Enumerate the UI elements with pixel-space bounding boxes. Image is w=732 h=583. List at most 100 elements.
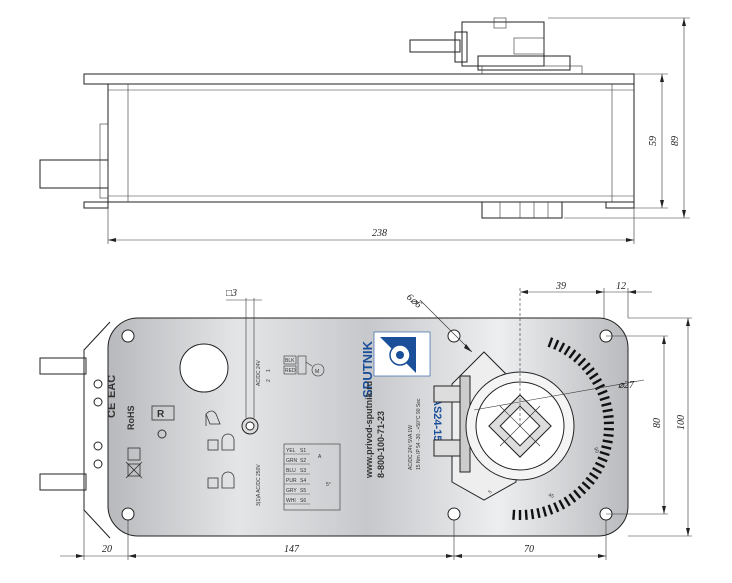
scale-tick xyxy=(581,481,591,490)
dim-square-label: □3 xyxy=(226,288,237,299)
side-foot-right xyxy=(605,201,635,209)
brand-phone: 8-800-100-71-23 xyxy=(376,411,386,478)
switch-row-terminal-3: S4 xyxy=(300,478,306,484)
scale-tick xyxy=(594,461,606,469)
brand-website: www.privod-sputnik.ru xyxy=(364,381,374,479)
ce-mark: CE xyxy=(106,403,118,418)
dim-side-width-label: 238 xyxy=(372,228,387,239)
dim-side-inner-height-label: 59 xyxy=(648,136,659,146)
supply-label: AC/DC 24V xyxy=(256,359,262,386)
scale-tick xyxy=(602,408,613,413)
scale-tick xyxy=(603,415,614,419)
r-mark: R xyxy=(157,409,165,420)
r-box xyxy=(151,405,175,421)
dim-front-left-label: 20 xyxy=(102,544,112,555)
dim-top-39-label: 39 xyxy=(555,281,566,292)
side-top-mechanism xyxy=(409,17,583,75)
square-icon xyxy=(127,447,141,461)
scale-tick xyxy=(577,485,587,495)
switch-row-color-1: GRN xyxy=(286,458,298,464)
wire-blk-label: BLK xyxy=(285,358,295,364)
scale-tick xyxy=(530,509,535,520)
scale-tick xyxy=(588,472,599,480)
svg-text:2: 2 xyxy=(266,379,272,382)
switch-row-color-5: WHI xyxy=(286,498,296,504)
scale-tick xyxy=(536,507,541,519)
side-bottom-clamp xyxy=(481,201,563,219)
side-top-lip xyxy=(83,73,635,85)
scale-tick xyxy=(588,372,599,380)
brand-block: SPUTNIK AS24-15 www.privod-sputnik.ru 8-… xyxy=(360,331,443,479)
switch-row-terminal-2: S3 xyxy=(300,468,306,474)
scale-tick xyxy=(599,450,610,457)
dim-holes-label: 6⌀6 xyxy=(404,292,423,311)
hand-icon xyxy=(205,410,221,426)
brand-name: SPUTNIK xyxy=(360,340,375,398)
scale-tick xyxy=(553,339,560,350)
scale-tick xyxy=(512,509,516,520)
adjustment-screw xyxy=(241,417,259,435)
wiring-diagram-power: AC/DC 24V 1 2 BLK RED M xyxy=(256,355,325,386)
scale-tick xyxy=(553,502,560,513)
dim-front-mid-label: 147 xyxy=(284,544,300,555)
dim-front-right-label: 70 xyxy=(524,544,534,555)
switch-angle-label: 5° xyxy=(326,482,331,488)
crossed-bin-icon xyxy=(125,461,143,479)
switch-spec-label: 3(1)A AC/DC 250V xyxy=(256,464,262,506)
scale-tick xyxy=(601,402,612,407)
front-left-bracket xyxy=(39,321,111,539)
scale-tick xyxy=(547,337,554,348)
rotation-scale xyxy=(512,337,614,520)
scale-tick xyxy=(563,496,571,507)
brand-logo-icon xyxy=(380,337,416,373)
switch-row-color-2: BLU xyxy=(286,468,296,474)
rotation-icon-top xyxy=(207,433,235,451)
scale-tick xyxy=(573,353,582,363)
scale-tick xyxy=(542,506,548,517)
spec-line-2: 15 Nm IP 54 -30...+50°C 90 Sec xyxy=(416,398,422,470)
scale-90-label: 90 xyxy=(592,447,600,454)
switch-row-terminal-5: S6 xyxy=(300,498,306,504)
dim-square: □3 xyxy=(226,288,262,418)
dim-front-height-inner-label: 80 xyxy=(652,418,663,428)
front-view: EAC CE RoHS R xyxy=(39,281,692,560)
scale-tick xyxy=(581,362,591,371)
scale-tick xyxy=(558,342,566,353)
motor-icon xyxy=(311,363,325,377)
scale-tick xyxy=(558,499,566,510)
switch-row-color-0: YEL xyxy=(286,448,296,454)
manual-release-button xyxy=(179,343,229,393)
dim-side-width: 238 xyxy=(107,208,635,244)
svg-text:1: 1 xyxy=(266,369,272,372)
scale-tick xyxy=(603,433,614,437)
side-body xyxy=(107,83,635,203)
dim-side-inner-height: 59 xyxy=(634,73,668,209)
scale-tick xyxy=(568,349,577,359)
side-left-collar xyxy=(99,123,109,199)
switch-row-color-3: PUR xyxy=(286,478,297,484)
side-foot-left xyxy=(83,201,109,209)
switch-a-label: A xyxy=(318,454,322,460)
dim-top-12-label: 12 xyxy=(616,281,626,292)
scale-tick xyxy=(568,493,577,503)
dim-front-height-inner: 80 xyxy=(606,335,668,515)
dim-front-height-outer-label: 100 xyxy=(676,415,687,430)
side-view: 238 59 89 xyxy=(39,17,690,244)
dim-shaft-label: ⌀27 xyxy=(618,380,635,391)
scale-tick xyxy=(547,504,554,515)
scale-tick xyxy=(592,466,602,475)
scale-tick xyxy=(524,509,528,520)
wire-red-label: RED xyxy=(285,368,296,374)
scale-tick xyxy=(573,489,582,499)
scale-tick xyxy=(563,345,571,356)
scale-tick xyxy=(602,439,613,444)
scale-tick xyxy=(585,476,595,485)
scale-tick xyxy=(577,357,587,367)
ground-icon xyxy=(157,429,167,439)
scale-tick xyxy=(597,456,608,463)
scale-tick xyxy=(597,389,608,396)
scale-5-label: 5 xyxy=(487,489,493,496)
